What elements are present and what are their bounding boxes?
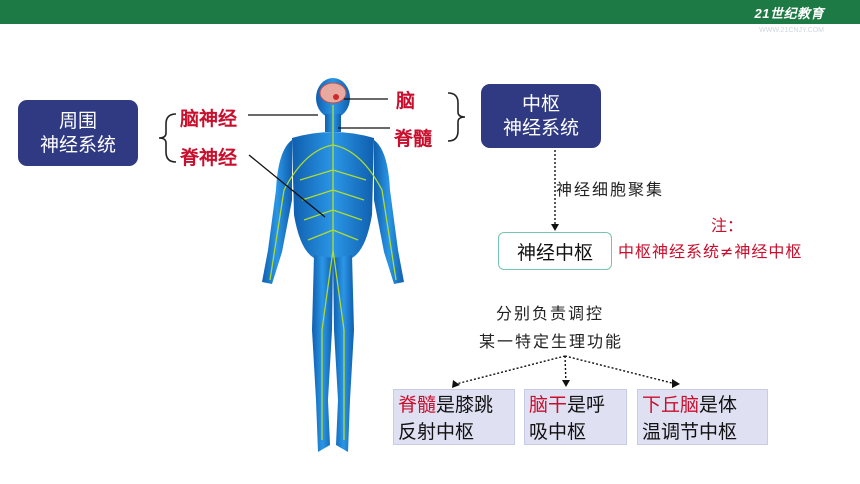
arrow-head-left bbox=[452, 380, 460, 388]
central-label-line1: 中枢 bbox=[521, 93, 560, 115]
arrow-head-right bbox=[672, 379, 680, 388]
left-brace bbox=[158, 113, 177, 163]
arrow-head-middle bbox=[562, 380, 570, 387]
right-brace bbox=[447, 92, 466, 142]
central-label-line2: 神经系统 bbox=[502, 117, 579, 139]
spinal-nerve-label: 脊神经 bbox=[180, 147, 238, 169]
human-body-figure bbox=[262, 78, 404, 452]
peripheral-label-line1: 周围 bbox=[58, 110, 97, 132]
nerve-center-box: 神经中枢 bbox=[498, 232, 612, 270]
function-3-line2: 温调节中枢 bbox=[642, 421, 738, 443]
brand-logo: 21世纪教育 bbox=[754, 6, 824, 21]
function-box-spinal-cord: 脊髓是膝跳 反射中枢 bbox=[393, 389, 515, 445]
brain-icon bbox=[319, 82, 347, 104]
function-box-hypothalamus: 下丘脑是体 温调节中枢 bbox=[637, 389, 768, 445]
function-2-line2: 吸中枢 bbox=[529, 421, 587, 443]
note-title: 注： bbox=[711, 216, 744, 235]
function-2-highlight: 脑干 bbox=[529, 394, 568, 416]
note-text: 中枢神经系统≠神经中枢 bbox=[618, 242, 803, 261]
function-2-text: 是呼 bbox=[567, 394, 606, 416]
arrow-label: 神经细胞聚集 bbox=[556, 180, 665, 199]
brain-nerve-label: 脑神经 bbox=[180, 108, 238, 130]
down-arrow-head bbox=[551, 224, 559, 231]
function-3-text: 是体 bbox=[699, 394, 738, 416]
function-text-line2: 某一特定生理功能 bbox=[479, 332, 624, 351]
function-1-text: 是膝跳 bbox=[436, 394, 494, 416]
peripheral-label-line2: 神经系统 bbox=[39, 134, 116, 156]
peripheral-nervous-system-box: 周围 神经系统 bbox=[18, 100, 138, 166]
central-nervous-system-box: 中枢 神经系统 bbox=[481, 84, 601, 148]
function-box-brainstem: 脑干是呼 吸中枢 bbox=[524, 389, 627, 445]
function-1-line2: 反射中枢 bbox=[398, 421, 475, 443]
spinal-cord-label: 脊髓 bbox=[394, 128, 433, 150]
spinal-nerve-pointer bbox=[248, 154, 326, 218]
function-1-highlight: 脊髓 bbox=[398, 394, 437, 416]
brain-label: 脑 bbox=[396, 90, 416, 112]
top-bar: 21世纪教育 bbox=[0, 0, 860, 24]
brand-logo-url: WWW.21CNJY.COM bbox=[759, 27, 824, 34]
function-3-highlight: 下丘脑 bbox=[642, 394, 700, 416]
nerve-center-label: 神经中枢 bbox=[516, 241, 593, 264]
function-text-line1: 分别负责调控 bbox=[496, 304, 605, 323]
